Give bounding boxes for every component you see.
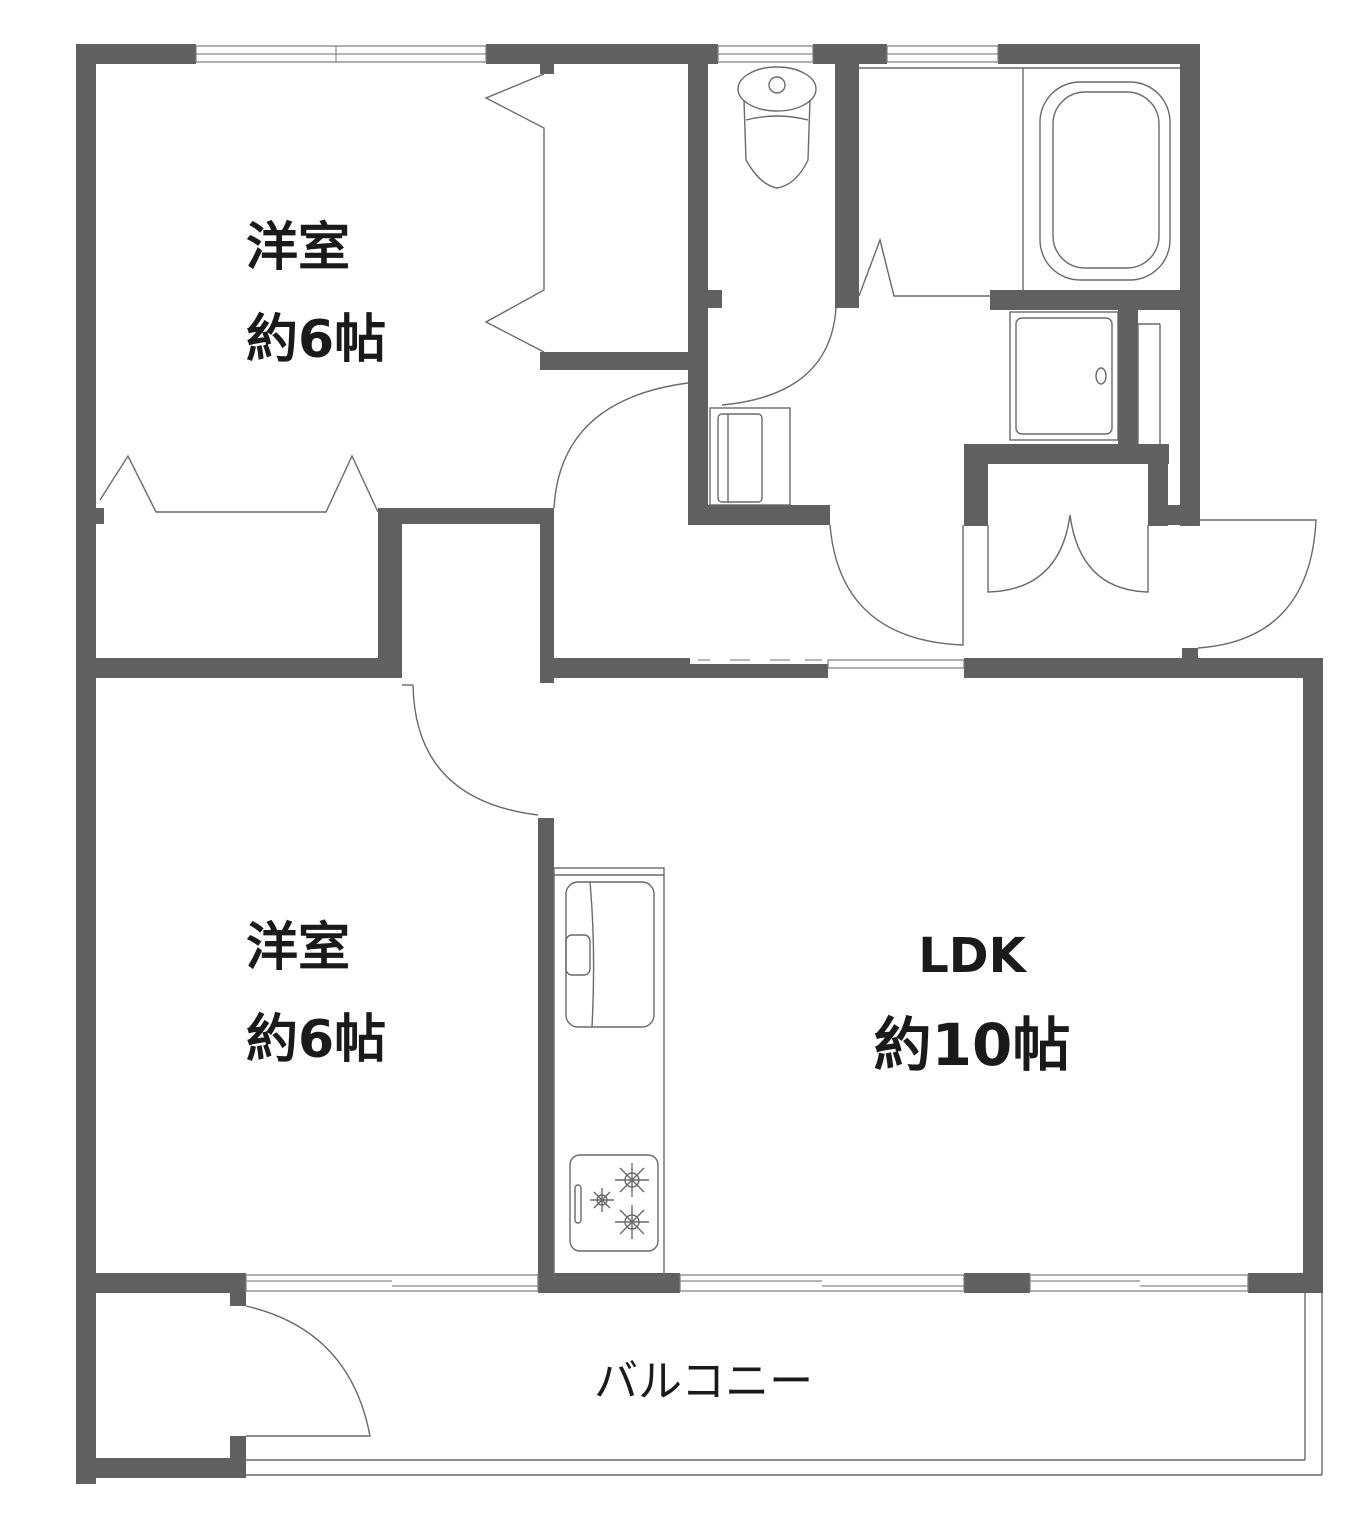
room-label-western-south: 洋室 約6帖	[246, 922, 386, 1066]
room-size: 約6帖	[246, 1010, 387, 1070]
bathtub-icon	[859, 67, 1180, 290]
room-label-ldk: LDK 約10帖	[872, 932, 1072, 1074]
room-name: LDK	[918, 928, 1026, 984]
room-name: 洋室	[246, 918, 351, 978]
washing-machine-pan-icon	[1009, 311, 1161, 444]
kitchen-counter	[553, 867, 665, 1279]
gas-stove-icon	[569, 1154, 659, 1252]
toilet-icon	[737, 66, 817, 189]
windows	[195, 45, 1249, 1292]
room-size: 約10帖	[873, 1011, 1071, 1079]
sink-icon	[709, 407, 791, 506]
room-label-western-north: 洋室 約6帖	[246, 222, 386, 366]
room-size: 約6帖	[246, 310, 387, 370]
balcony-outline	[245, 1293, 1323, 1476]
room-name: 洋室	[246, 218, 351, 278]
balcony-label: バルコニー	[594, 1356, 814, 1407]
walls	[76, 44, 1323, 1484]
doors	[99, 73, 1317, 816]
kitchen-sink-icon	[565, 881, 655, 1028]
